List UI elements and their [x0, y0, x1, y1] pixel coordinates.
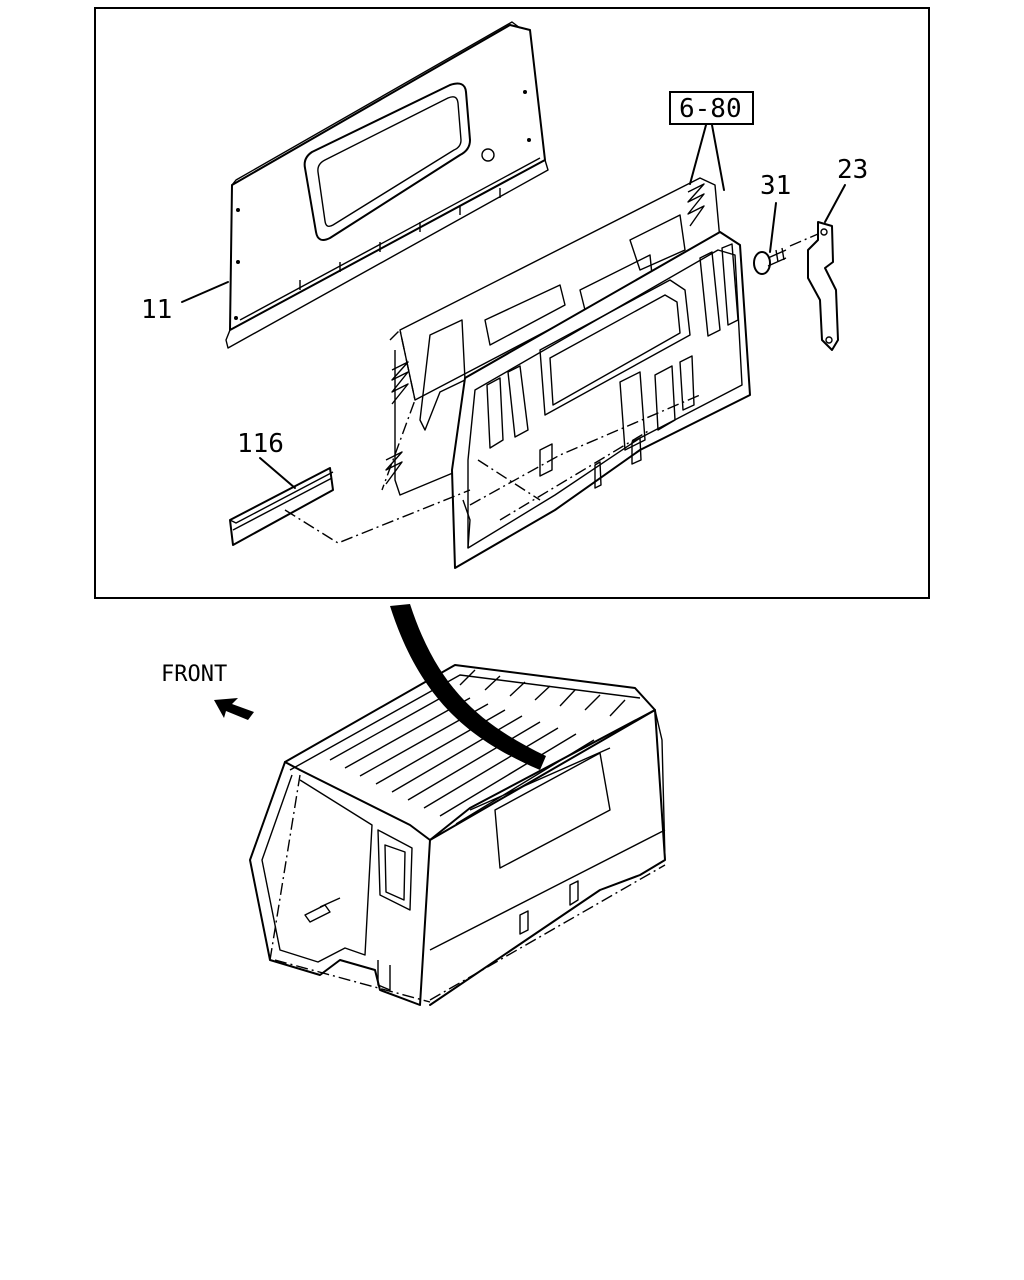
front-label: FRONT [161, 662, 227, 687]
arrow-up-left-icon [214, 698, 254, 720]
label-box-6-80 [669, 91, 754, 125]
label-part-116: 116 [237, 429, 284, 459]
label-part-31: 31 [760, 171, 791, 201]
part-11-rear-panel [225, 21, 549, 349]
leader-lines [181, 124, 846, 544]
label-part-6-80: 6-80 [679, 94, 742, 124]
label-part-23: 23 [837, 155, 868, 185]
part-23-bracket [807, 221, 839, 351]
vehicle-cab-overview [249, 664, 666, 1006]
exploded-view-frame [94, 7, 930, 599]
label-part-11: 11 [141, 295, 172, 325]
location-curve [390, 604, 546, 770]
part-6-80-back-panel [381, 177, 751, 569]
part-31-clip [753, 247, 787, 275]
part-116-pad [229, 467, 334, 546]
